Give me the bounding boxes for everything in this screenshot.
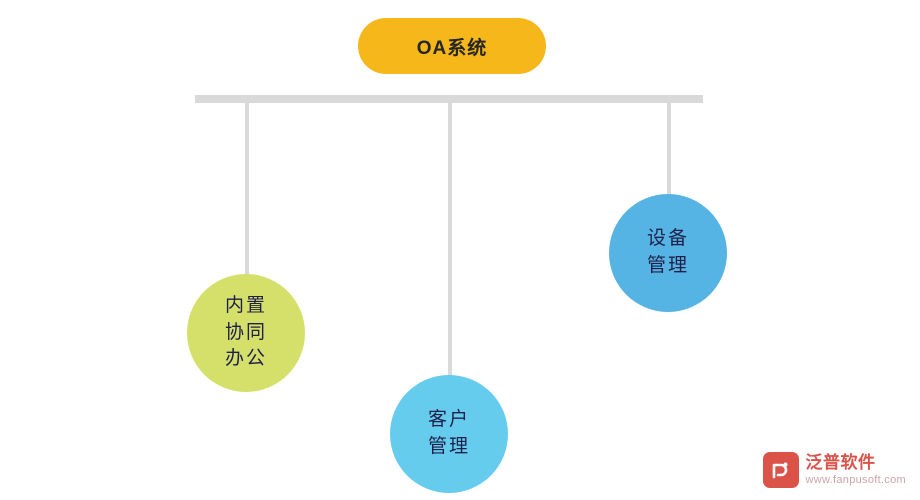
watermark: 泛普软件 www.fanpusoft.com <box>762 452 906 488</box>
node-label-1: 内置 协同 办公 <box>225 293 267 374</box>
node-label-1-line-2: 协同 <box>224 321 267 343</box>
root-node-label: OA系统 <box>416 37 488 59</box>
fanpu-logo-icon <box>762 452 799 488</box>
root-node-oa-system[interactable]: OA系统 <box>358 18 546 74</box>
node-customer-management[interactable]: 客户 管理 <box>390 375 508 493</box>
node-label-2: 客户 管理 <box>428 407 470 461</box>
node-label-1-line-3: 办公 <box>224 348 267 370</box>
node-label-2-line-1: 客户 <box>427 409 470 431</box>
node-label-3-line-2: 管理 <box>646 255 689 276</box>
node-label-2-line-2: 管理 <box>427 436 470 457</box>
connector-line-3 <box>667 99 671 209</box>
node-label-3-line-1: 设备 <box>646 228 689 250</box>
node-label-1-line-1: 内置 <box>224 294 267 316</box>
watermark-texts: 泛普软件 www.fanpusoft.com <box>806 453 906 487</box>
node-label-3: 设备 管理 <box>647 226 689 280</box>
node-built-in-collaborative-office[interactable]: 内置 协同 办公 <box>187 274 305 392</box>
connector-line-1 <box>245 99 249 289</box>
connector-line-2 <box>448 99 452 389</box>
watermark-title: 泛普软件 <box>805 452 876 472</box>
node-equipment-management[interactable]: 设备 管理 <box>609 194 727 312</box>
watermark-subtitle: www.fanpusoft.com <box>805 474 906 487</box>
